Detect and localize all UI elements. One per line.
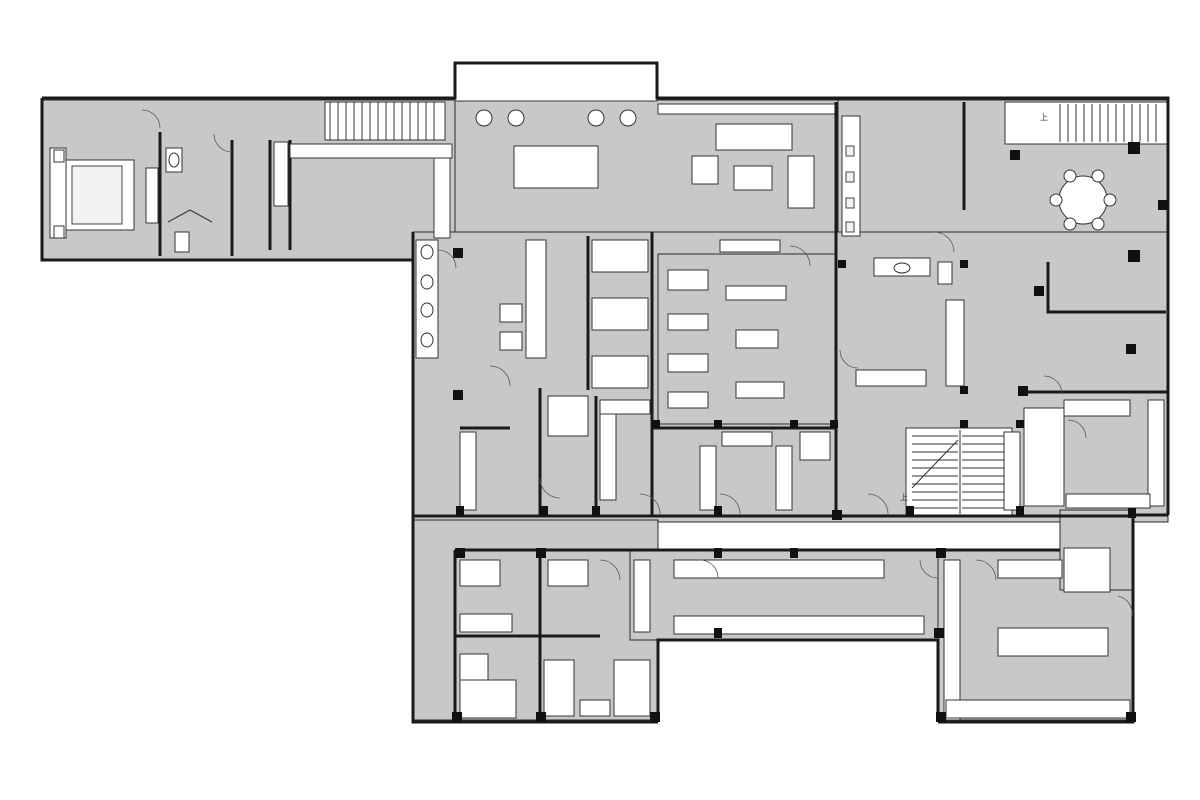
washroom-block: [415, 239, 523, 359]
stair-central: 上: [900, 427, 1013, 517]
treadmill-1: [667, 269, 709, 291]
kitchen: [1046, 262, 1166, 509]
balcony: [454, 62, 658, 102]
stair-marker-central: 上: [900, 493, 908, 502]
bench-1: [725, 285, 787, 301]
armchair-right: [787, 155, 815, 209]
bedroom-west: [49, 147, 159, 239]
toilet-sw-2: [547, 559, 589, 587]
bike-1: [667, 313, 709, 331]
doors: [141, 109, 1133, 617]
stair-marker-northeast: 上: [1040, 113, 1048, 122]
gym: [657, 253, 837, 425]
bed-sw-1: [459, 679, 517, 719]
bed-3: [591, 355, 649, 389]
toilet: [174, 231, 190, 253]
columns: [452, 142, 1168, 722]
pantry: [841, 115, 861, 237]
office-desk: [1063, 547, 1111, 593]
south-rooms: [633, 547, 1131, 721]
bedrooms-center: [525, 236, 649, 390]
living-room: [475, 109, 815, 253]
closet-west: [268, 140, 453, 250]
kitchen-counter: [1063, 399, 1131, 417]
partitions: [413, 102, 1168, 552]
bed-sw-2: [543, 659, 575, 717]
treadmill-2: [667, 353, 709, 373]
armchairs-top: [475, 109, 637, 127]
terrace-stair-top: [1004, 101, 1168, 145]
outer-walls: [40, 61, 1170, 724]
bed-2: [591, 297, 649, 331]
dining-table: [513, 145, 599, 189]
stair-west: [324, 101, 446, 141]
bathtub: [855, 369, 927, 387]
bike-2: [667, 391, 709, 409]
counter-south-1: [673, 559, 885, 579]
bed-sw-3: [613, 659, 651, 717]
southwest-rooms: [453, 550, 651, 720]
coffee-table: [733, 165, 773, 191]
stair-northeast: [1059, 104, 1157, 142]
toilet-sw-1: [459, 559, 501, 587]
round-table: [1058, 175, 1108, 225]
sink-counter: [415, 239, 439, 359]
dresser: [145, 167, 159, 224]
bench-3: [735, 381, 785, 399]
dining-round: [1049, 169, 1117, 231]
small-rooms-row: [459, 395, 1065, 511]
sofa: [715, 123, 793, 151]
washbasin-mid: [799, 431, 831, 461]
bathroom-west: [158, 132, 234, 256]
tv-console: [719, 239, 781, 253]
window-strip: [657, 103, 837, 115]
desk: [547, 395, 589, 437]
bathroom-east: [855, 257, 965, 387]
lockers: [525, 239, 547, 359]
long-table: [997, 627, 1109, 657]
bench-2: [735, 329, 779, 349]
counter-south-2: [673, 615, 925, 635]
armchair-left: [691, 155, 719, 185]
toilet-east: [937, 261, 953, 285]
bed-1: [591, 239, 649, 273]
